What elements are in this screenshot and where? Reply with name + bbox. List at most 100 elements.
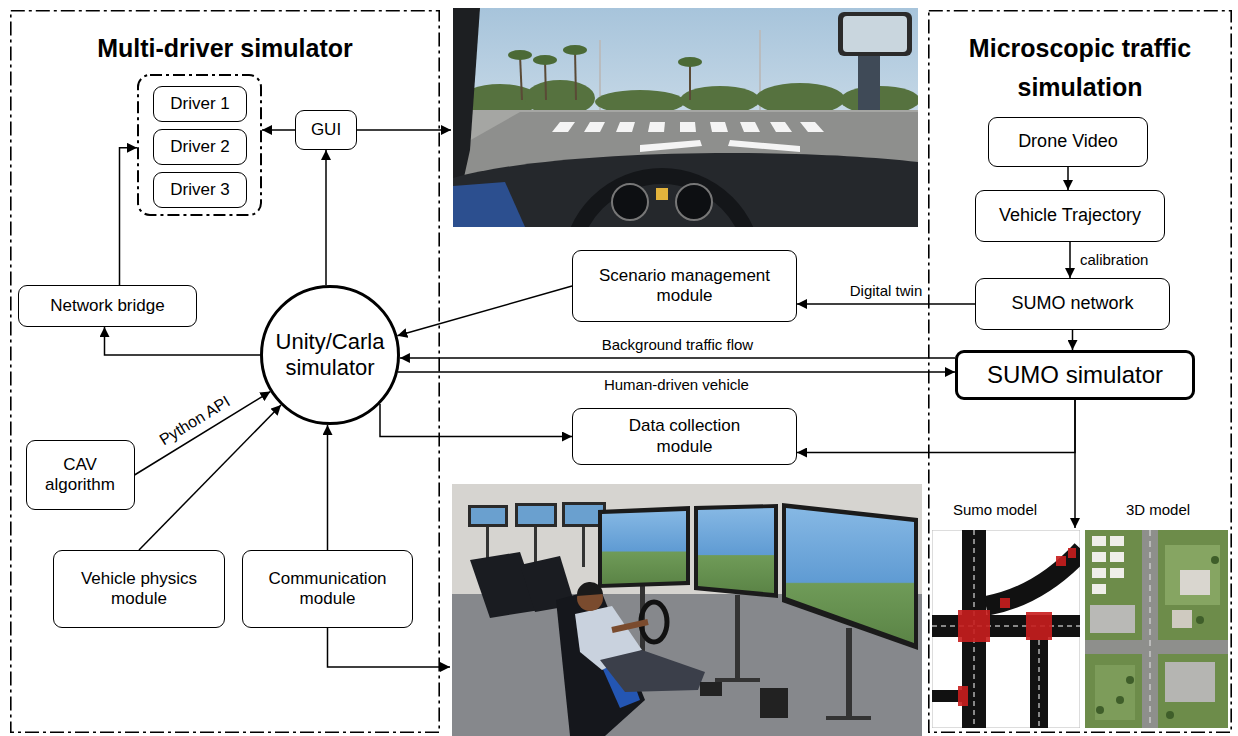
module-box: Data collection module: [572, 408, 797, 465]
driving-view-screenshot-part: [453, 110, 918, 227]
connector-arrow: [398, 371, 955, 373]
connector-arrow: [400, 357, 955, 359]
3d-model-image-part-part: [1211, 556, 1219, 564]
connector-arrow: [1067, 167, 1069, 190]
driving-view-screenshot-part-part: [563, 45, 587, 55]
sumo-model-image-part: [1030, 637, 1048, 728]
node-label: Driver 1: [170, 94, 230, 114]
driving-view-screenshot-part: [570, 176, 754, 227]
process-box: Vehicle physics module: [53, 550, 225, 628]
driver-box: Driver 3: [153, 172, 247, 208]
sumo-model-image-part-part: [1039, 640, 1040, 728]
3d-model-image-part-part: [1092, 584, 1106, 594]
sumo-model-image-part: [932, 530, 1080, 728]
sumo-model-image-part: [958, 548, 1076, 706]
3d-model-image-part: [1172, 610, 1192, 628]
driving-view-screenshot-part: [843, 16, 907, 52]
edge-label: Human-driven vehicle: [602, 376, 751, 393]
panel-border: [929, 11, 1231, 732]
3d-model-image-part-part: [1092, 536, 1106, 546]
lab-photo-part: [698, 508, 774, 593]
3d-model-image-part: [1165, 545, 1220, 605]
edge-label: Digital twin: [848, 282, 925, 299]
driving-view-screenshot-part: [453, 112, 918, 227]
driving-view-screenshot-part-part: [740, 122, 760, 132]
driving-view-screenshot-part-part: [648, 122, 665, 132]
sumo-model-image-part: [986, 550, 1080, 606]
lab-photo-part-part: [515, 503, 557, 527]
lab-photo-part: [700, 682, 722, 696]
lab-photo-part: [471, 505, 603, 524]
driving-view-screenshot-part-part: [678, 57, 702, 67]
driving-view-screenshot-part-part: [770, 122, 792, 132]
connector-arrow: [105, 327, 261, 355]
image-arrow-part: [328, 628, 451, 667]
3d-model-image-part: [1150, 530, 1151, 728]
lab-photo-part-part: [826, 716, 871, 720]
driving-view-screenshot-part: [453, 8, 918, 227]
node-label: Vehicle Trajectory: [999, 205, 1141, 227]
driving-view-screenshot-part-part: [680, 122, 696, 132]
image-caption: Sumo model: [951, 501, 1039, 518]
connector-arrow: [325, 150, 327, 285]
lab-photo-part-part: [518, 506, 554, 524]
lab-photo-part: [600, 650, 705, 692]
simulator-box: SUMO simulator: [955, 350, 1195, 400]
lab-photo-part: [782, 503, 918, 650]
driving-view-screenshot-part-part: [710, 122, 728, 132]
driving-view-screenshot-part-part: [680, 86, 760, 114]
image-arrow-part: [357, 129, 451, 131]
3d-model-image-part: [1096, 556, 1219, 719]
group-border: [138, 75, 261, 215]
3d-model-image-part-part: [1110, 536, 1124, 546]
process-box: Drone Video: [988, 117, 1148, 167]
3d-model-image-part: [1165, 662, 1215, 702]
driving-view-screenshot-part: [838, 12, 912, 56]
lab-photo-part-part: [468, 505, 508, 527]
process-box: Vehicle Trajectory: [975, 190, 1165, 242]
node-label: Driver 3: [170, 180, 230, 200]
connector-arrow: [1069, 242, 1071, 278]
node-label: GUI: [311, 120, 341, 140]
sumo-model-image-part-part: [1000, 598, 1010, 608]
driving-view-screenshot-part-part: [575, 50, 576, 100]
section-panel: Driver 1Driver 2Driver 3 GUI Network bridg…: [10, 10, 440, 733]
node-label: Data collection module: [610, 416, 760, 457]
lab-photo-part: [577, 582, 603, 596]
sumo-model-image: [932, 530, 1080, 728]
lab-photo-part: [694, 504, 778, 598]
node-label: Network bridge: [50, 296, 164, 316]
connector-arrow: [120, 148, 138, 285]
lab-photo-part: [786, 508, 914, 643]
connector-arrow: [1072, 330, 1074, 350]
lab-photo-part: [612, 622, 648, 630]
process-box: Communication module: [242, 550, 413, 628]
driving-view-screenshot-part: [656, 188, 668, 200]
sumo-model-image-part-part: [1056, 556, 1066, 566]
sumo-model-image-part-part: [1068, 548, 1076, 558]
driving-view-screenshot-part-part: [533, 55, 557, 65]
lab-photo-part-part: [565, 505, 603, 524]
3d-model-image-part-part: [1126, 676, 1134, 684]
3d-model-image-part: [1085, 640, 1228, 654]
node-label: Unity/Carla simulator: [273, 329, 388, 382]
3d-model-image: [1085, 530, 1228, 728]
node-label: Drone Video: [1018, 131, 1118, 153]
sumo-model-image-part: [932, 690, 962, 702]
driver-group: Driver 1Driver 2Driver 3: [137, 74, 262, 216]
edge-label: calibration: [1078, 251, 1150, 268]
driving-view-screenshot-part-part: [640, 140, 702, 152]
3d-model-image-part-part: [1166, 711, 1174, 719]
driving-view-screenshot-part: [453, 153, 918, 227]
driving-view-screenshot-part-part: [545, 60, 546, 100]
3d-model-image-part-part: [1196, 616, 1204, 624]
node-label: Scenario management module: [590, 266, 780, 307]
process-box: SUMO network: [975, 278, 1170, 330]
sumo-model-image-part-part: [932, 626, 1080, 627]
panel-border: [11, 11, 439, 732]
connector-arrow: [397, 286, 572, 336]
panel-title: Microscopic traffic simulation: [936, 29, 1224, 107]
lab-photo-part: [760, 688, 788, 718]
3d-model-image-part-part: [1116, 696, 1124, 704]
